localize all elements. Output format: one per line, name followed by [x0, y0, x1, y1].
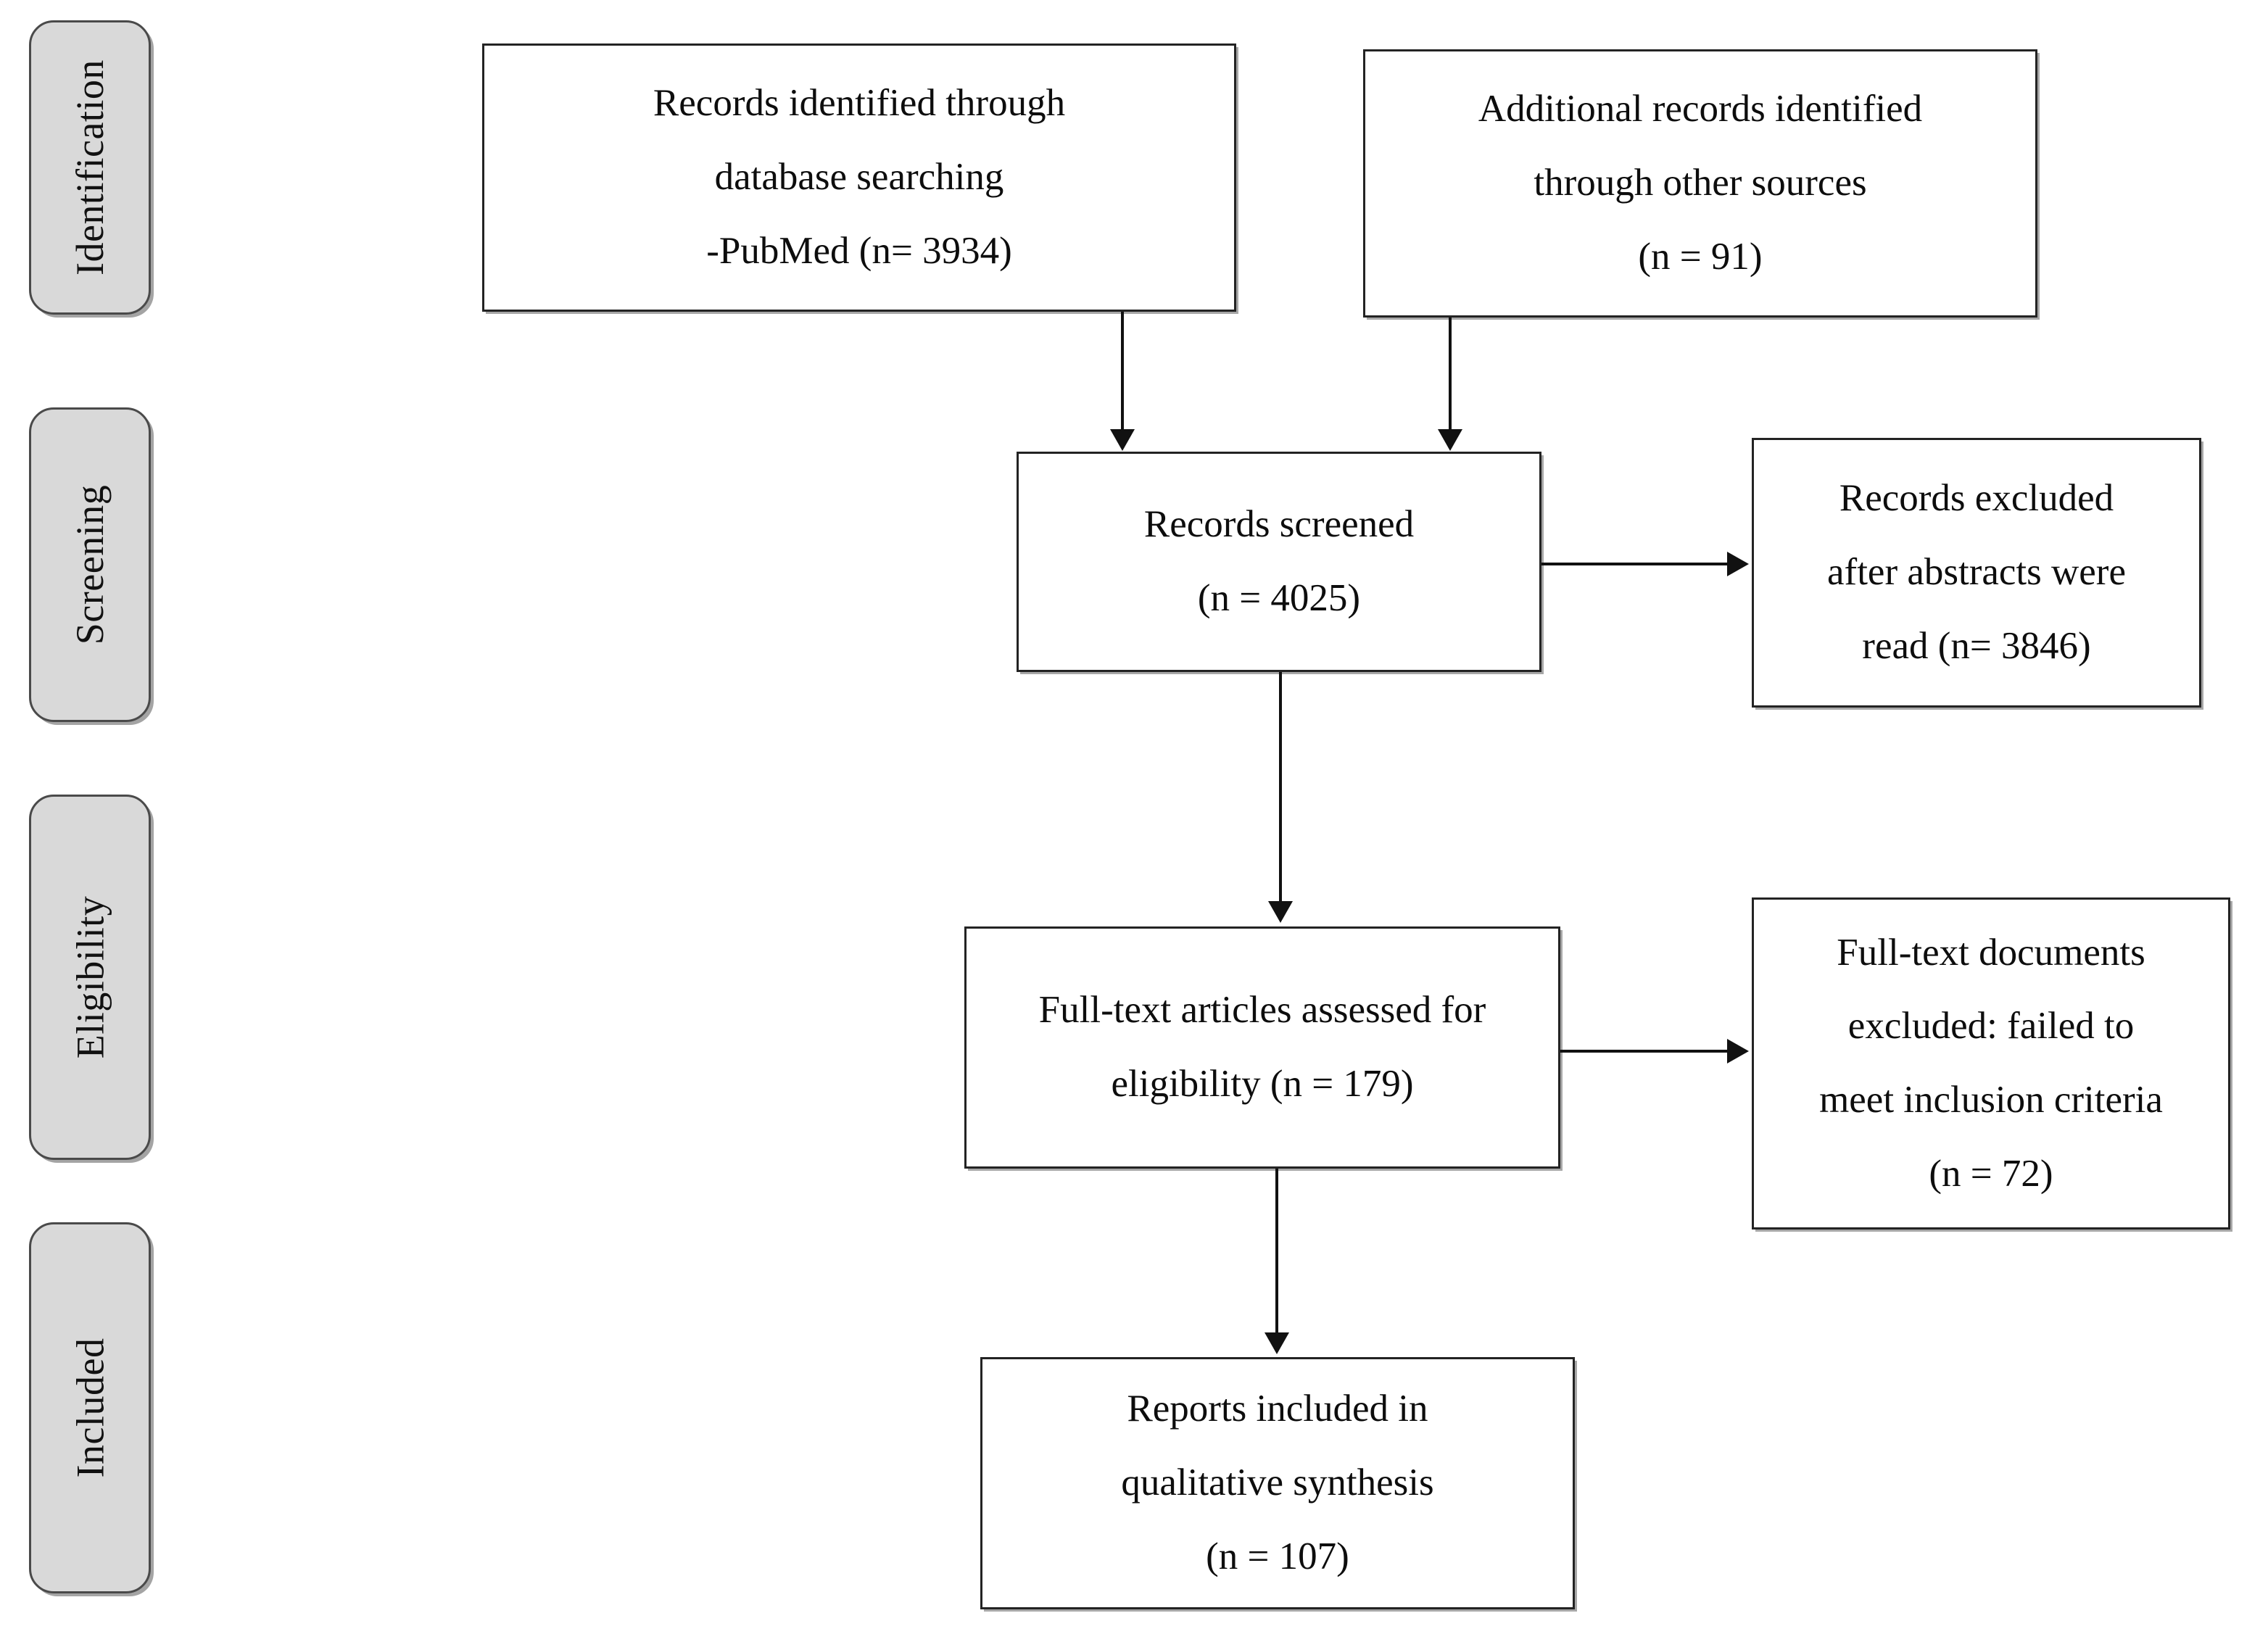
- connector-identified-to-screened: [1121, 312, 1124, 432]
- arrowhead-screened-to-fulltext: [1268, 901, 1293, 923]
- arrowhead-fulltext-to-included: [1265, 1332, 1289, 1354]
- box-additional-records: Additional records identified through ot…: [1363, 49, 2037, 318]
- stage-label-identification: Identification: [68, 59, 112, 275]
- box-records-identified-line-2: database searching: [714, 156, 1004, 199]
- box-fulltext-assessed: Full-text articles assessed for eligibil…: [964, 926, 1560, 1169]
- box-records-identified: Records identified through database sear…: [482, 43, 1236, 312]
- stage-pill-included: Included: [29, 1222, 151, 1593]
- connector-fulltext-to-excluded: [1560, 1050, 1729, 1053]
- box-fulltext-excluded: Full-text documents excluded: failed to …: [1752, 897, 2230, 1230]
- stage-pill-screening: Screening: [29, 407, 151, 722]
- box-records-excluded-line-1: Records excluded: [1839, 477, 2114, 520]
- box-additional-records-line-2: through other sources: [1534, 162, 1867, 204]
- box-reports-included-line-1: Reports included in: [1127, 1388, 1428, 1430]
- box-fulltext-excluded-line-2: excluded: failed to: [1847, 1005, 2135, 1048]
- box-additional-records-line-1: Additional records identified: [1478, 88, 1923, 130]
- connector-screened-to-excluded: [1541, 563, 1729, 565]
- box-fulltext-excluded-line-1: Full-text documents: [1837, 931, 2145, 974]
- stage-label-screening: Screening: [68, 484, 112, 645]
- stage-label-eligibility: Eligibility: [68, 895, 112, 1059]
- connector-screened-to-fulltext: [1279, 672, 1282, 903]
- box-fulltext-excluded-line-4: (n = 72): [1929, 1152, 2053, 1195]
- arrowhead-screened-to-excluded: [1727, 552, 1749, 576]
- box-reports-included-line-2: qualitative synthesis: [1121, 1461, 1434, 1504]
- connector-additional-to-screened: [1449, 318, 1452, 432]
- box-records-excluded: Records excluded after abstracts were re…: [1752, 438, 2201, 708]
- box-fulltext-assessed-line-2: eligibility (n = 179): [1111, 1063, 1414, 1105]
- box-records-excluded-line-2: after abstracts were: [1827, 551, 2126, 594]
- box-additional-records-line-3: (n = 91): [1638, 235, 1763, 278]
- box-records-identified-line-1: Records identified through: [653, 82, 1066, 125]
- box-fulltext-assessed-line-1: Full-text articles assessed for: [1038, 989, 1486, 1032]
- stage-pill-eligibility: Eligibility: [29, 795, 151, 1160]
- arrowhead-identified-to-screened: [1110, 429, 1135, 451]
- connector-fulltext-to-included: [1275, 1169, 1278, 1334]
- box-records-screened: Records screened (n = 4025): [1017, 452, 1541, 672]
- box-records-screened-line-2: (n = 4025): [1197, 577, 1361, 619]
- box-fulltext-excluded-line-3: meet inclusion criteria: [1819, 1079, 2163, 1121]
- box-reports-included-line-3: (n = 107): [1206, 1535, 1349, 1577]
- box-reports-included: Reports included in qualitative synthesi…: [980, 1357, 1575, 1609]
- arrowhead-fulltext-to-excluded: [1727, 1039, 1749, 1063]
- stage-label-included: Included: [68, 1338, 112, 1478]
- box-records-identified-line-3: -PubMed (n= 3934): [706, 229, 1012, 272]
- box-records-screened-line-1: Records screened: [1143, 503, 1415, 546]
- arrowhead-additional-to-screened: [1438, 429, 1462, 451]
- box-records-excluded-line-3: read (n= 3846): [1862, 624, 2091, 667]
- stage-pill-identification: Identification: [29, 20, 151, 315]
